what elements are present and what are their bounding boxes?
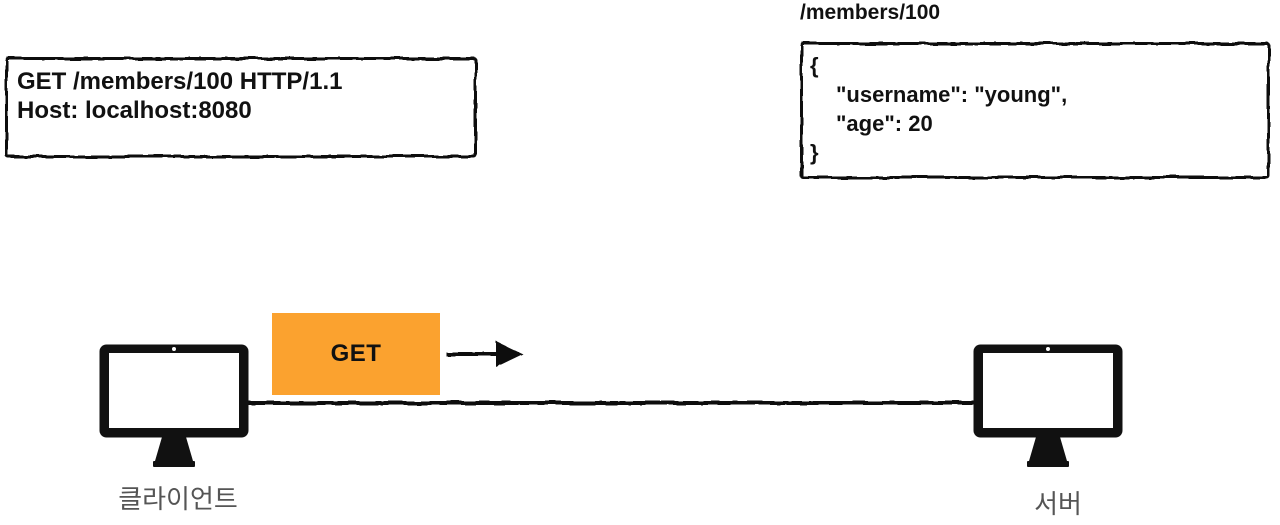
json-line-open-brace: { [810,53,819,78]
connection-line [248,401,974,405]
get-method-box: GET [272,313,440,395]
json-line-username: "username": "young", [836,82,1068,107]
response-path-label: /members/100 [800,1,941,24]
http-request-box: GET /members/100 HTTP/1.1 Host: localhos… [5,57,477,158]
server-computer-icon [973,344,1123,467]
request-line-method: GET /members/100 HTTP/1.1 [17,68,343,95]
json-line-close-brace: } [810,140,819,165]
server-label: 서버 [1034,489,1082,519]
json-response-box: { "username": "young", "age": 20 } [800,42,1270,179]
client-computer-icon [99,344,249,467]
request-line-host: Host: localhost:8080 [17,97,252,124]
request-arrow-icon [446,341,523,367]
json-line-age: "age": 20 [836,111,933,136]
client-label: 클라이언트 [118,484,238,514]
get-method-label: GET [330,340,382,367]
